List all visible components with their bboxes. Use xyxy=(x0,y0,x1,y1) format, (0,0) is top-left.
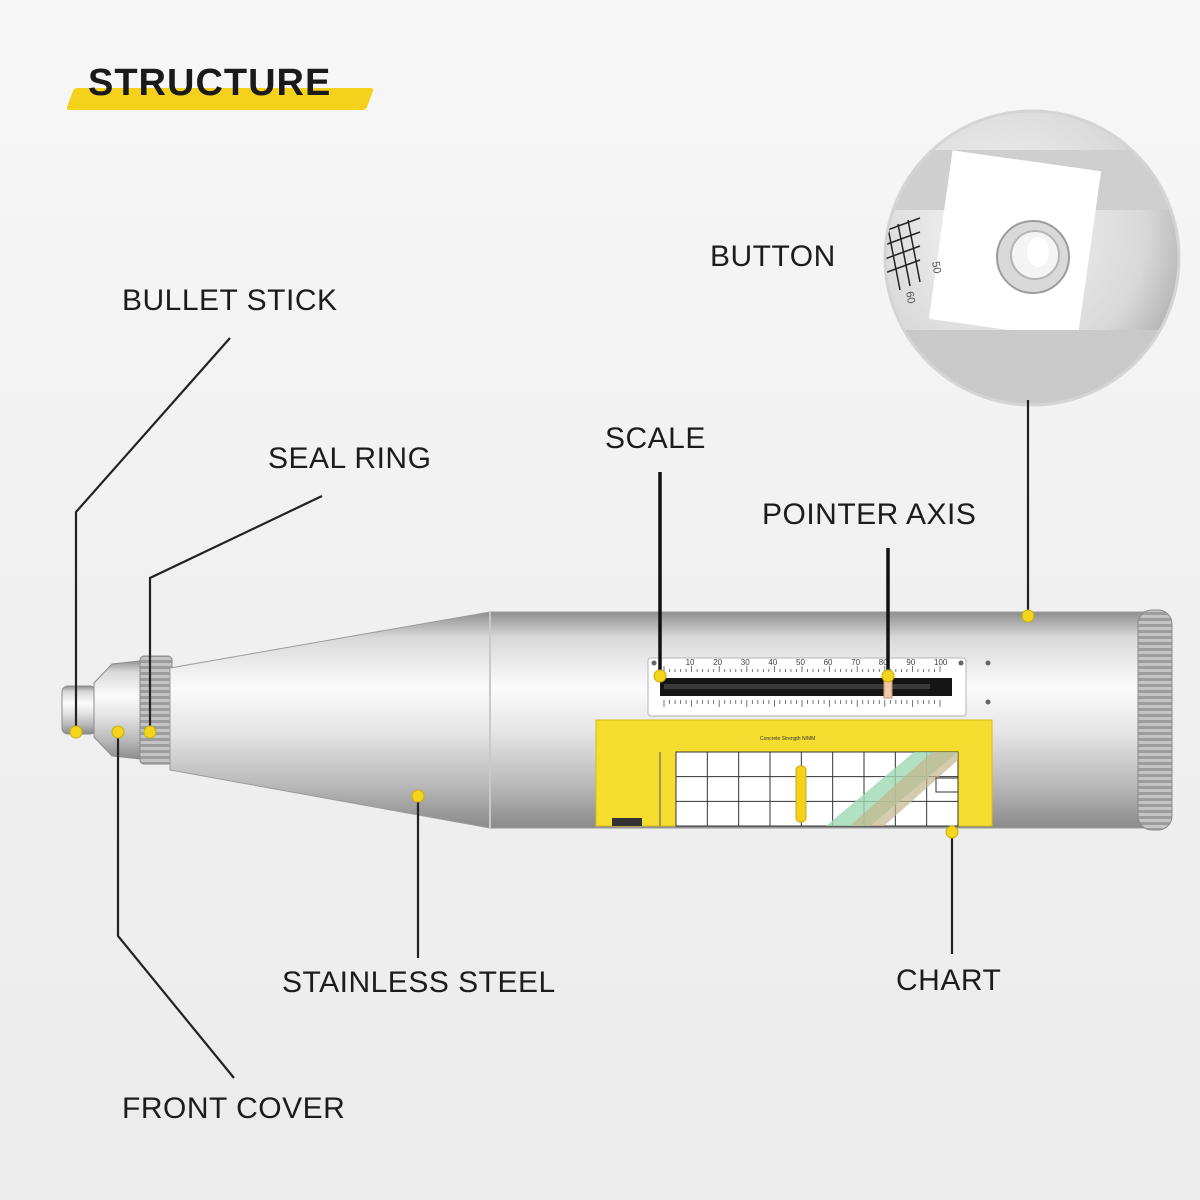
dot-stainless-steel xyxy=(411,789,425,803)
dot-chart xyxy=(945,825,959,839)
scale-number: 50 xyxy=(796,658,805,667)
marker-dots xyxy=(69,609,1035,839)
scale-number: 40 xyxy=(768,658,777,667)
dot-pointer-axis xyxy=(881,669,895,683)
scale-number: 70 xyxy=(851,658,860,667)
scale-number: 20 xyxy=(713,658,722,667)
scale-window: 10 20 30 40 50 60 70 80 90 100 xyxy=(647,657,991,717)
scale-numbers: 10 20 30 40 50 60 70 80 90 100 xyxy=(686,658,948,667)
scale-number: 60 xyxy=(824,658,833,667)
page-title: STRUCTURE xyxy=(88,62,332,104)
end-cap xyxy=(1137,609,1173,831)
dot-bullet-stick xyxy=(69,725,83,739)
label-button: BUTTON xyxy=(710,240,836,273)
scale-slider xyxy=(664,684,930,689)
label-pointer-axis: POINTER AXIS xyxy=(762,498,977,531)
leader-bullet-stick xyxy=(74,337,231,732)
svg-text:50: 50 xyxy=(929,260,943,274)
chart-label: Concrete Strength N/MM xyxy=(595,719,993,827)
label-scale: SCALE xyxy=(605,422,706,455)
dot-seal-ring xyxy=(143,725,157,739)
scale-number: 80 xyxy=(879,658,888,667)
seal-ring-part xyxy=(139,655,173,765)
scale-number: 30 xyxy=(741,658,750,667)
chart-label-title: Concrete Strength N/MM xyxy=(760,736,815,742)
leader-lines xyxy=(74,337,1030,1079)
leader-seal-ring xyxy=(148,495,323,732)
label-seal-ring: SEAL RING xyxy=(268,442,432,475)
scale-ticks xyxy=(663,666,941,707)
label-chart: CHART xyxy=(896,964,1002,997)
dot-scale xyxy=(653,669,667,683)
label-bullet-stick: BULLET STICK xyxy=(122,284,338,317)
button-closeup-inset: 50 60 xyxy=(883,109,1181,407)
leader-front-cover xyxy=(116,732,235,1079)
section-title: STRUCTURE xyxy=(65,58,380,118)
dot-button xyxy=(1021,609,1035,623)
label-stainless-steel: STAINLESS STEEL xyxy=(282,966,556,999)
dot-front-cover xyxy=(111,725,125,739)
scale-number: 10 xyxy=(686,658,695,667)
svg-text:60: 60 xyxy=(903,290,917,304)
scale-number: 90 xyxy=(906,658,915,667)
label-front-cover: FRONT COVER xyxy=(122,1092,346,1125)
scale-number: 100 xyxy=(934,658,948,667)
inset-chart-grid xyxy=(885,217,921,291)
